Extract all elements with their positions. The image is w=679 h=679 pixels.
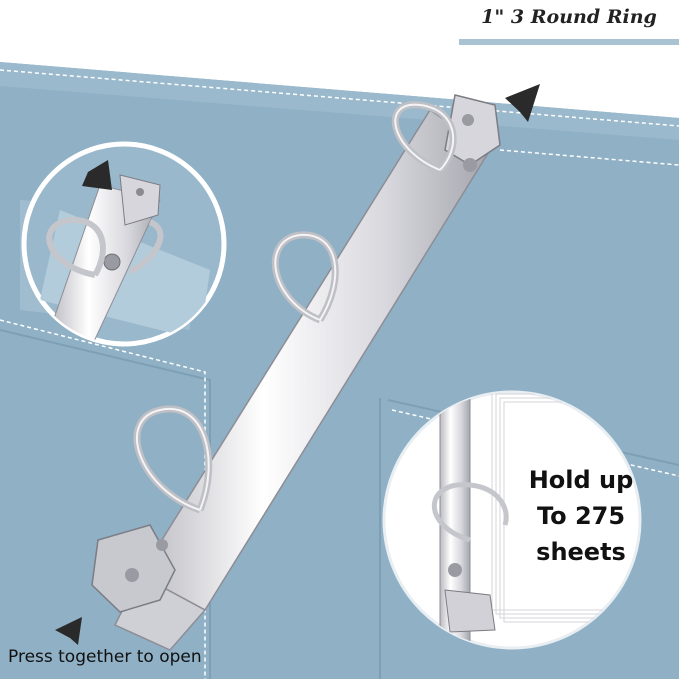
title-banner: 1" 3 Round Ring (459, 0, 679, 45)
capacity-callout: Hold up To 275 sheets (516, 462, 646, 570)
capacity-line-1: Hold up (528, 466, 634, 494)
pointer-arrow-icon (55, 617, 82, 645)
title-text: 1" 3 Round Ring (481, 6, 657, 28)
inset-closeup-capacity (382, 390, 642, 650)
capacity-line-3: sheets (536, 538, 626, 566)
pointer-arrow-icon (505, 84, 540, 122)
capacity-line-2: To 275 (536, 502, 626, 530)
ring-mechanism (91, 94, 501, 651)
inset-closeup-lever (21, 141, 227, 347)
pointer-arrow-icon (82, 160, 112, 190)
instruction-caption: Press together to open (8, 647, 202, 667)
